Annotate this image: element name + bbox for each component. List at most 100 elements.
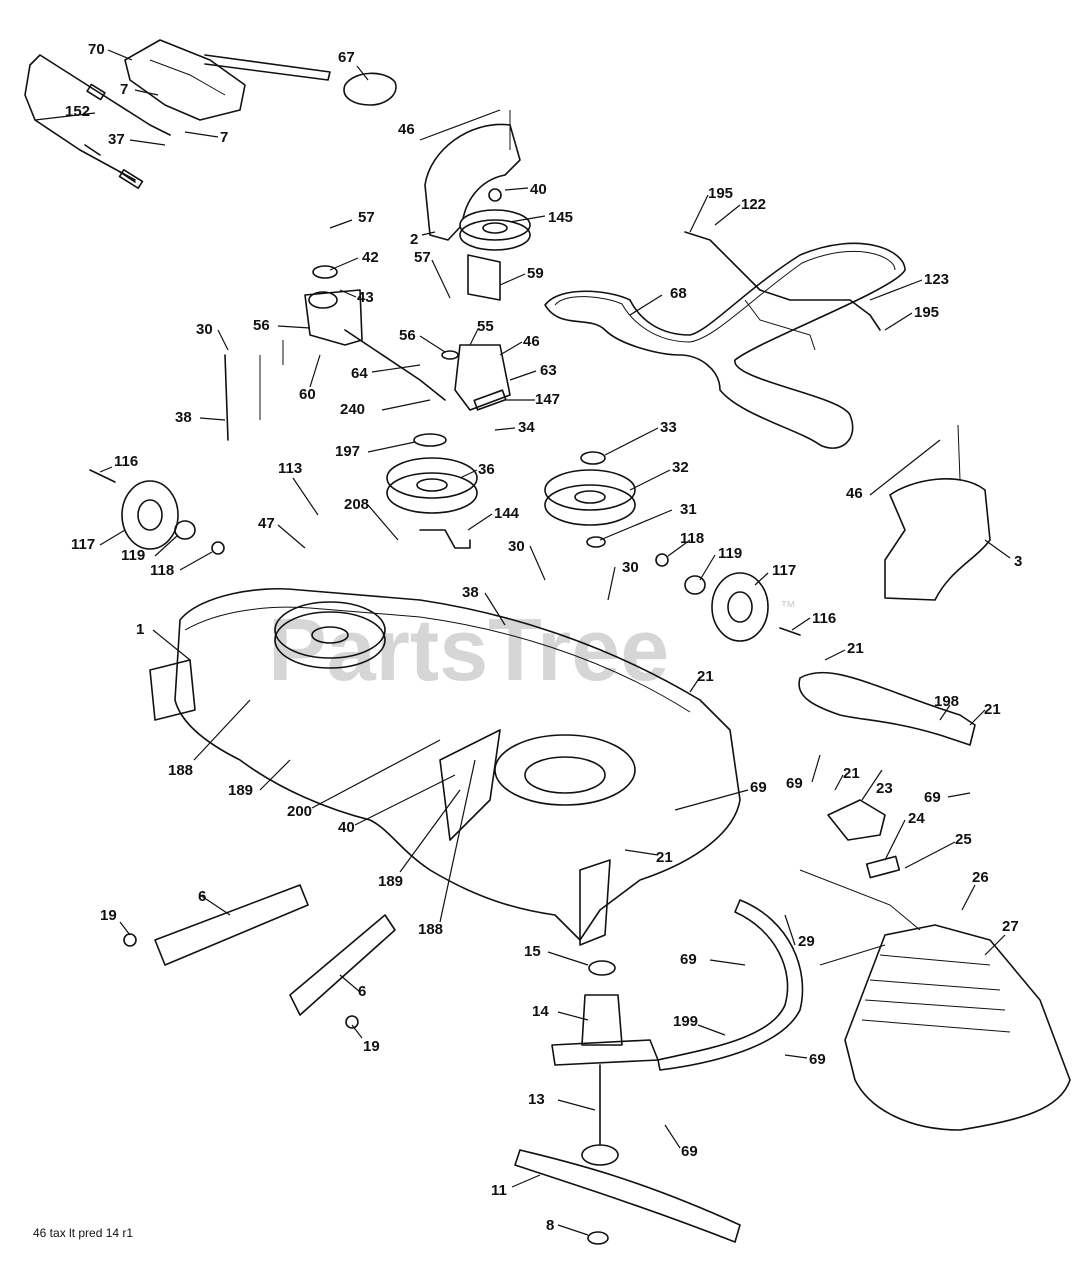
- part-label-69f: 69: [681, 1143, 698, 1160]
- spindle-blade: [514, 960, 741, 1245]
- part-label-26: 26: [972, 869, 989, 886]
- part-label-119a: 119: [121, 547, 145, 564]
- leader-lines: [34, 49, 1011, 1236]
- part-label-32: 32: [672, 459, 689, 476]
- part-label-56b: 56: [399, 327, 416, 344]
- part-label-69e: 69: [809, 1051, 826, 1068]
- part-label-21d: 21: [843, 765, 860, 782]
- part-label-195b: 195: [914, 304, 939, 321]
- part-label-69d: 69: [680, 951, 697, 968]
- hanger-brackets: [123, 884, 396, 1029]
- part-label-30a: 30: [196, 321, 213, 338]
- part-label-46a: 46: [398, 121, 415, 138]
- belt-guard-idler: [424, 110, 531, 301]
- part-label-25: 25: [955, 831, 972, 848]
- watermark-trademark: ™: [780, 599, 796, 616]
- part-label-38a: 38: [175, 409, 192, 426]
- part-label-208: 208: [344, 496, 369, 513]
- part-label-47: 47: [258, 515, 275, 532]
- part-label-27: 27: [1002, 918, 1019, 935]
- part-label-30b: 30: [508, 538, 525, 555]
- part-label-8: 8: [546, 1217, 554, 1234]
- part-label-38b: 38: [462, 584, 479, 601]
- part-label-43: 43: [357, 289, 374, 306]
- part-label-37: 37: [108, 131, 125, 148]
- part-label-189a: 189: [228, 782, 253, 799]
- baffles-and-brackets: [657, 671, 976, 1071]
- part-label-116b: 116: [812, 610, 836, 627]
- part-drawings: [24, 39, 1071, 1245]
- discharge-cover: [819, 924, 1071, 1131]
- part-label-117b: 117: [772, 562, 796, 579]
- part-label-21e: 21: [656, 849, 673, 866]
- part-label-13: 13: [528, 1091, 545, 1108]
- part-label-7b: 7: [220, 129, 228, 146]
- part-label-6b: 6: [358, 983, 366, 1000]
- part-label-116a: 116: [114, 453, 138, 470]
- part-label-46c: 46: [846, 485, 863, 502]
- part-label-21a: 21: [847, 640, 864, 657]
- part-label-240: 240: [340, 401, 365, 418]
- part-label-19a: 19: [100, 907, 117, 924]
- part-label-70: 70: [88, 41, 105, 58]
- part-label-36: 36: [478, 461, 495, 478]
- part-label-118a: 118: [150, 562, 174, 579]
- part-label-19b: 19: [363, 1038, 380, 1055]
- part-label-152: 152: [65, 103, 90, 120]
- part-label-30c: 30: [622, 559, 639, 576]
- part-label-199: 199: [673, 1013, 698, 1030]
- part-label-144: 144: [494, 505, 520, 522]
- part-label-118b: 118: [680, 530, 704, 547]
- part-label-59: 59: [527, 265, 544, 282]
- part-label-7a: 7: [120, 81, 128, 98]
- part-label-55: 55: [477, 318, 494, 335]
- pulleys: [386, 451, 636, 549]
- part-label-11: 11: [491, 1182, 507, 1199]
- part-label-122: 122: [741, 196, 766, 213]
- part-label-24: 24: [908, 810, 925, 827]
- part-label-31: 31: [680, 501, 697, 518]
- part-label-3: 3: [1014, 553, 1022, 570]
- part-label-67: 67: [338, 49, 355, 66]
- part-label-29: 29: [798, 933, 815, 950]
- mower-deck: [149, 587, 741, 946]
- part-label-2: 2: [410, 231, 418, 248]
- part-label-123: 123: [924, 271, 949, 288]
- part-label-6a: 6: [198, 888, 206, 905]
- part-label-34: 34: [518, 419, 535, 436]
- part-label-68: 68: [670, 285, 687, 302]
- part-label-63: 63: [540, 362, 557, 379]
- part-label-147: 147: [535, 391, 560, 408]
- gauge-wheels: [89, 469, 801, 642]
- part-label-40a: 40: [530, 181, 547, 198]
- chute-deflector: [884, 424, 991, 601]
- part-label-119b: 119: [718, 545, 742, 562]
- part-label-23: 23: [876, 780, 893, 797]
- part-label-57a: 57: [358, 209, 375, 226]
- part-label-46b: 46: [523, 333, 540, 350]
- part-label-14: 14: [532, 1003, 549, 1020]
- part-label-195a: 195: [708, 185, 733, 202]
- part-label-56a: 56: [253, 317, 270, 334]
- part-label-60: 60: [299, 386, 316, 403]
- part-label-200: 200: [287, 803, 312, 820]
- part-label-69c: 69: [924, 789, 941, 806]
- part-label-40b: 40: [338, 819, 355, 836]
- part-label-113: 113: [278, 460, 302, 477]
- diagram-code: 46 tax lt pred 14 r1: [33, 1226, 133, 1240]
- part-label-189b: 189: [378, 873, 403, 890]
- part-label-57b: 57: [414, 249, 431, 266]
- part-label-21b: 21: [697, 668, 714, 685]
- part-label-69a: 69: [786, 775, 803, 792]
- part-label-42: 42: [362, 249, 379, 266]
- part-label-188b: 188: [418, 921, 443, 938]
- part-label-64: 64: [351, 365, 368, 382]
- part-label-21c: 21: [984, 701, 1001, 718]
- drive-belt: [544, 231, 906, 449]
- part-label-197: 197: [335, 443, 360, 460]
- part-label-117a: 117: [71, 536, 95, 553]
- part-label-33: 33: [660, 419, 677, 436]
- part-label-69b: 69: [750, 779, 767, 796]
